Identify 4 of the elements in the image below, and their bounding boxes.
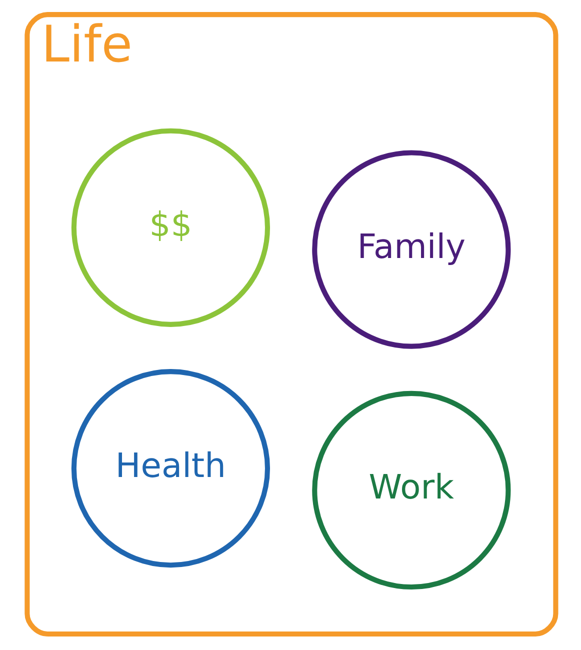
- node-circle: Health: [70, 369, 270, 568]
- node-circle: Work: [312, 390, 510, 590]
- node-circle: Family: [312, 150, 510, 349]
- node-circle: $$: [70, 128, 270, 327]
